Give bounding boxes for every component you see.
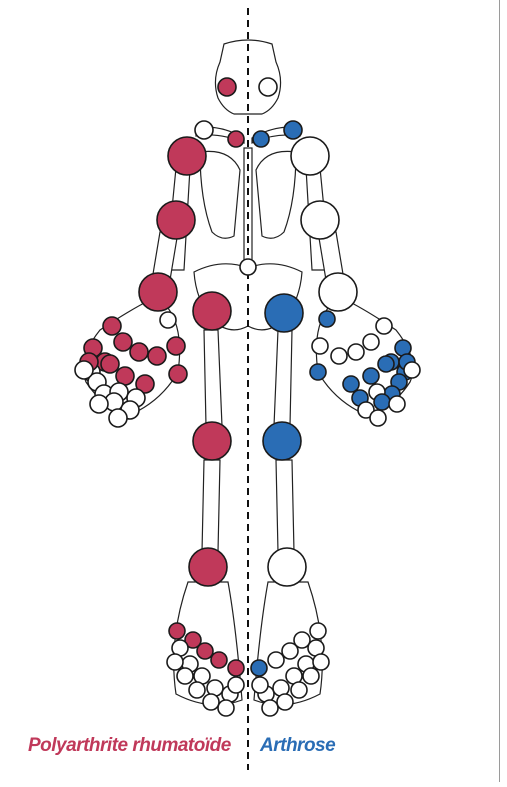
foot-joint-left bbox=[168, 622, 186, 640]
wrist-joint-right bbox=[318, 272, 358, 312]
hand-joint-right bbox=[403, 361, 421, 379]
knee-joint-left bbox=[192, 421, 232, 461]
hand-joint-left bbox=[100, 354, 120, 374]
foot-joint-right bbox=[267, 651, 285, 669]
hand-joint-right bbox=[311, 337, 329, 355]
hand-joint-right bbox=[357, 401, 375, 419]
hand-joint-right bbox=[347, 343, 365, 361]
foot-joint-right bbox=[309, 622, 327, 640]
hip-joint-right bbox=[264, 293, 304, 333]
jaw-joint-right bbox=[258, 77, 278, 97]
jaw-joint-left bbox=[217, 77, 237, 97]
knee-joint-right bbox=[262, 421, 302, 461]
femur-right bbox=[273, 329, 293, 427]
hand-joint-right bbox=[342, 375, 360, 393]
acromioclavicular-joint-right bbox=[283, 120, 303, 140]
hand-joint-right bbox=[330, 347, 348, 365]
elbow-joint-left bbox=[156, 200, 196, 240]
tibia-right bbox=[275, 459, 295, 553]
hand-joint-left bbox=[113, 332, 133, 352]
hand-joint-right bbox=[373, 393, 391, 411]
sternoclavicular-joint-left bbox=[227, 130, 245, 148]
foot-joint-right bbox=[276, 693, 294, 711]
foot-joint-right bbox=[302, 667, 320, 685]
hand-joint-right bbox=[318, 310, 336, 328]
hand-joint-right bbox=[309, 363, 327, 381]
sacrum-joint bbox=[239, 258, 257, 276]
hand-joint-left bbox=[166, 336, 186, 356]
frame-edge bbox=[499, 0, 500, 782]
hand-joint-left bbox=[89, 394, 109, 414]
foot-joint-left bbox=[227, 676, 245, 694]
legend-rheumatoid-arthritis: Polyarthrite rhumatoïde bbox=[28, 735, 231, 756]
foot-joint-right bbox=[290, 681, 308, 699]
foot-joint-right bbox=[281, 642, 299, 660]
hand-joint-right bbox=[388, 395, 406, 413]
hand-joint-right bbox=[375, 317, 393, 335]
hand-joint-left bbox=[129, 342, 149, 362]
ankle-joint-left bbox=[188, 547, 228, 587]
scapula-left bbox=[199, 150, 241, 239]
hand-joint-left bbox=[108, 408, 128, 428]
foot-joint-left bbox=[184, 631, 202, 649]
femur-left bbox=[203, 329, 223, 427]
hand-joint-right bbox=[369, 409, 387, 427]
hand-joint-left bbox=[147, 346, 167, 366]
foot-joint-right bbox=[250, 659, 268, 677]
foot-joint-left bbox=[176, 667, 194, 685]
foot-joint-right bbox=[261, 699, 279, 717]
joint-markers bbox=[74, 77, 421, 717]
shoulder-joint-right bbox=[290, 136, 330, 176]
foot-joint-left bbox=[196, 642, 214, 660]
foot-joint-left bbox=[227, 659, 245, 677]
hand-joint-left bbox=[135, 374, 155, 394]
acromioclavicular-joint-left bbox=[194, 120, 214, 140]
hip-joint-left bbox=[192, 291, 232, 331]
legend-osteoarthritis: Arthrose bbox=[260, 735, 336, 756]
foot-joint-left bbox=[202, 693, 220, 711]
hand-joint-left bbox=[159, 311, 177, 329]
ankle-joint-right bbox=[267, 547, 307, 587]
foot-joint-left bbox=[166, 653, 184, 671]
hand-joint-left bbox=[74, 360, 94, 380]
hand-joint-right bbox=[362, 333, 380, 351]
foot-joint-right bbox=[293, 631, 311, 649]
hand-joint-right bbox=[377, 355, 395, 373]
scapula-right bbox=[255, 150, 297, 239]
foot-joint-left bbox=[210, 651, 228, 669]
hand-joint-left bbox=[102, 316, 122, 336]
shoulder-joint-left bbox=[167, 136, 207, 176]
skull-outline bbox=[214, 39, 282, 115]
foot-joint-left bbox=[188, 681, 206, 699]
sternoclavicular-joint-right bbox=[252, 130, 270, 148]
wrist-joint-left bbox=[138, 272, 178, 312]
tibia-left bbox=[201, 459, 221, 553]
hand-joint-right bbox=[362, 367, 380, 385]
foot-joint-right bbox=[251, 676, 269, 694]
foot-joint-right bbox=[312, 653, 330, 671]
foot-joint-left bbox=[217, 699, 235, 717]
elbow-joint-right bbox=[300, 200, 340, 240]
hand-joint-left bbox=[168, 364, 188, 384]
